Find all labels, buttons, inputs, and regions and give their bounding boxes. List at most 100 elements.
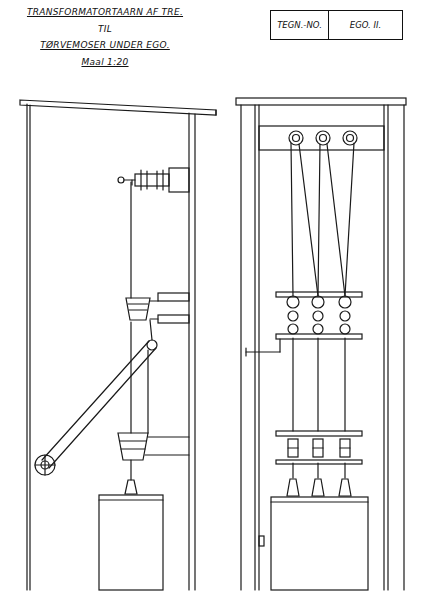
front-view-tower [258, 105, 259, 590]
conductors [344, 463, 345, 478]
disconnector [245, 348, 246, 356]
wall-bushing [118, 177, 124, 183]
front-view-tower [254, 105, 255, 590]
side-view-tower [215, 110, 216, 115]
conductors [292, 463, 293, 478]
fuses [340, 447, 350, 448]
transformer [99, 499, 163, 500]
fuse-insulator [148, 436, 189, 437]
fuses [276, 431, 362, 464]
transformer [99, 495, 163, 590]
transformer [259, 479, 368, 590]
title-line: TØRVEMOSER UNDER EGO. [40, 41, 170, 51]
disconnector [128, 303, 148, 304]
conductors [327, 144, 345, 296]
earth-terminal [259, 536, 264, 546]
fuses [313, 447, 323, 448]
wall-bushings [316, 131, 330, 145]
conductors [292, 338, 293, 431]
disconnector [276, 334, 362, 339]
disconnector [313, 324, 323, 334]
scale-note: Maal 1:20 [81, 58, 128, 68]
transformer [312, 479, 324, 496]
transformer [125, 480, 137, 494]
wall [26, 104, 27, 590]
wall-bushing [162, 170, 163, 190]
operating-rod [42, 341, 149, 460]
wall-bushing [169, 168, 189, 192]
fuse-insulator [118, 433, 148, 460]
disconnector [313, 311, 323, 321]
transformer [99, 480, 163, 590]
fuse-insulator [121, 448, 145, 449]
title-block-field: EGO. II. [328, 11, 402, 39]
cross-beam [259, 126, 384, 150]
disconnector [129, 309, 147, 310]
disconnector [246, 351, 280, 352]
operating-rod [49, 348, 156, 468]
conductor [130, 460, 131, 480]
fuse-insulator [118, 433, 189, 460]
operating-rod [44, 455, 45, 475]
operating-rod [35, 455, 55, 475]
disconnector [150, 318, 158, 319]
wall-bushings [293, 135, 300, 142]
wall-bushing [156, 171, 157, 189]
fuses [288, 447, 298, 448]
wall-bushings [289, 131, 357, 145]
conductors [291, 143, 354, 478]
front-view-tower [240, 105, 241, 590]
wall-bushings [347, 135, 354, 142]
disconnector [288, 311, 298, 321]
conductors [344, 338, 345, 431]
drawing-title: TRANSFORMATORTAARN AF TRE. [27, 8, 183, 18]
operating-rod [35, 341, 156, 475]
side-view-tower [20, 100, 216, 590]
disconnector [126, 293, 189, 433]
title-block-field: TEGN.-NO. [271, 11, 328, 39]
conductors [317, 338, 318, 431]
disconnector [339, 296, 351, 308]
disconnector [246, 292, 362, 356]
wall-bushings [343, 131, 357, 145]
title-line: TIL [98, 25, 112, 35]
fuses [276, 460, 362, 464]
roof [20, 100, 216, 115]
side-view-tower [29, 105, 30, 590]
conductor [130, 182, 131, 480]
title-block: TEGN.-NO.EGO. II. [270, 10, 403, 40]
disconnector [340, 324, 350, 334]
disconnector [150, 300, 158, 301]
disconnector [312, 296, 324, 308]
disconnector [340, 311, 350, 321]
fuse-insulator [120, 440, 146, 441]
side-view-tower [194, 114, 195, 590]
wall-bushing [135, 174, 169, 186]
disconnector [279, 339, 280, 352]
fuses [340, 439, 350, 457]
front-view-tower [236, 98, 406, 590]
transformer [271, 497, 368, 590]
wall-bushings [320, 135, 327, 142]
fuses [276, 431, 362, 436]
wall-bushing [140, 170, 141, 190]
conductor [130, 182, 131, 298]
front-view-tower [403, 105, 404, 590]
disconnector [158, 315, 189, 323]
front-view-tower [387, 105, 388, 590]
fuses [313, 439, 323, 457]
transformer [287, 479, 299, 496]
transformer [339, 479, 351, 496]
fuses [288, 439, 298, 457]
fuse-insulator [145, 454, 189, 455]
conductors [318, 144, 320, 296]
disconnector [287, 296, 299, 308]
transformer [271, 501, 368, 502]
roof [236, 98, 406, 105]
conductor [130, 322, 131, 433]
disconnector [158, 293, 189, 301]
front-view-tower [383, 105, 384, 590]
wall-bushing [124, 179, 135, 180]
